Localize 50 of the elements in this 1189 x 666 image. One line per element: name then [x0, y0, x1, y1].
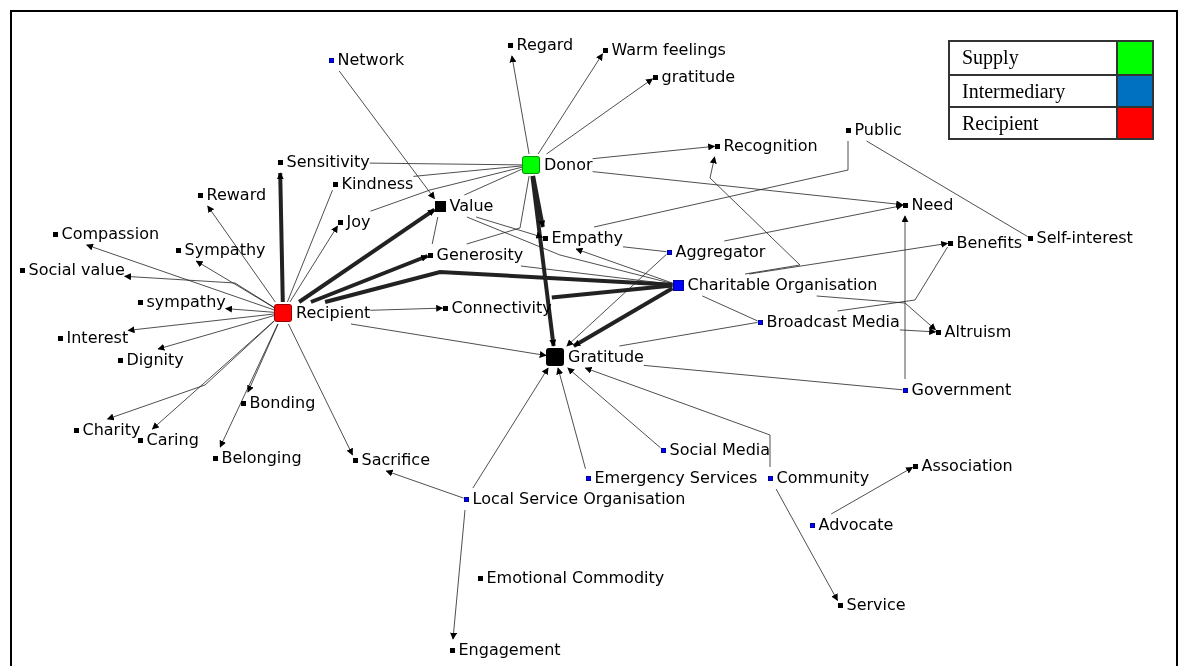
- node-label: sympathy: [146, 292, 226, 312]
- node-label: Association: [921, 456, 1013, 476]
- node-label: Empathy: [551, 228, 624, 248]
- node-label: Caring: [146, 430, 199, 450]
- node-label: Service: [846, 595, 906, 615]
- node-label: Compassion: [61, 224, 160, 244]
- node-label: gratitude: [661, 67, 736, 87]
- node-label: Regard: [516, 35, 574, 55]
- node-label: Bonding: [249, 393, 316, 413]
- node-label: Sacrifice: [361, 450, 430, 470]
- node-label: Generosity: [436, 245, 524, 265]
- node-label: Dignity: [126, 350, 184, 370]
- node-label: Social value: [28, 260, 125, 280]
- node-label: Reward: [206, 185, 267, 205]
- arrow: [530, 175, 557, 347]
- node-label: Sympathy: [184, 240, 266, 260]
- node-label: Donor: [544, 155, 593, 175]
- node-label: Public: [854, 120, 902, 140]
- node-label: Network: [337, 50, 405, 70]
- node-label: Altruism: [944, 322, 1012, 342]
- arrow: [297, 208, 436, 304]
- node-label: Charitable Organisation: [687, 275, 878, 295]
- arrow: [310, 254, 429, 304]
- node-label: Emotional Commodity: [486, 568, 665, 588]
- node-label: Aggregator: [675, 242, 766, 262]
- node-label: Engagement: [458, 640, 561, 660]
- node-label: Advocate: [818, 515, 894, 535]
- node-label: Gratitude: [568, 347, 644, 367]
- node-label: Kindness: [341, 174, 414, 194]
- node-label: Interest: [66, 328, 129, 348]
- node-label: Value: [449, 196, 494, 216]
- node-label: Local Service Organisation: [472, 489, 686, 509]
- node-label: Charity: [82, 420, 141, 440]
- node-label: Belonging: [221, 448, 302, 468]
- node-label: Emergency Services: [594, 468, 758, 488]
- node-label: Sensitivity: [286, 152, 370, 172]
- arrow: [531, 175, 546, 228]
- node-label: Government: [911, 380, 1012, 400]
- node-label: Social Media: [669, 440, 771, 460]
- node-label: Broadcast Media: [766, 312, 900, 332]
- arrow: [572, 286, 674, 348]
- node-label: Recipient: [296, 303, 371, 323]
- node-label: Community: [776, 468, 870, 488]
- node-label: Need: [911, 195, 954, 215]
- node-label: Joy: [346, 212, 371, 232]
- node-label: Warm feelings: [611, 40, 726, 60]
- node-label: Benefits: [956, 233, 1022, 253]
- node-label: Self-interest: [1036, 228, 1133, 248]
- arrow: [276, 172, 285, 303]
- node-label: Recognition: [723, 136, 818, 156]
